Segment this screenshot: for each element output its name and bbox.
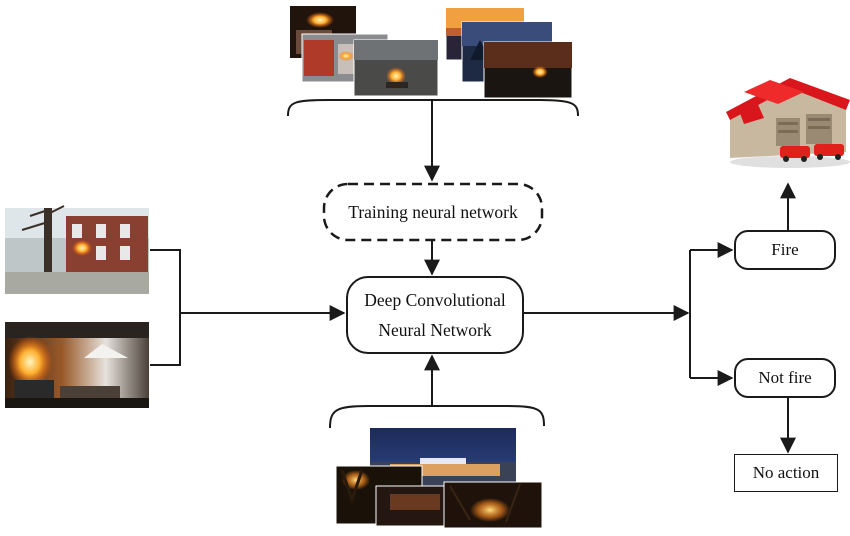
left-input-image-interior xyxy=(5,322,149,408)
no-action-node-label: No action xyxy=(752,463,820,482)
not-fire-node: Not fire xyxy=(734,358,836,398)
left-input-image-house xyxy=(5,205,149,294)
training-node-label: Training neural network xyxy=(348,201,518,222)
dcnn-node-label-line1: Deep Convolutional xyxy=(364,290,506,310)
top-left-image-stack xyxy=(290,6,439,97)
bottom-brace xyxy=(329,405,545,429)
fire-node: Fire xyxy=(734,230,836,270)
fire-station-icon xyxy=(726,78,850,168)
training-box-border xyxy=(322,182,544,242)
dcnn-node-label-line2: Neural Network xyxy=(378,320,492,340)
fire-node-label: Fire xyxy=(771,240,799,259)
training-node: Training neural network xyxy=(330,190,536,234)
left-input-connector xyxy=(150,249,181,366)
dcnn-node: Deep Convolutional Neural Network xyxy=(346,276,524,354)
bottom-image-stack xyxy=(335,428,543,529)
top-right-image-stack xyxy=(445,7,573,99)
no-action-node: No action xyxy=(734,454,838,492)
not-fire-node-label: Not fire xyxy=(758,368,812,387)
top-brace xyxy=(287,99,579,117)
